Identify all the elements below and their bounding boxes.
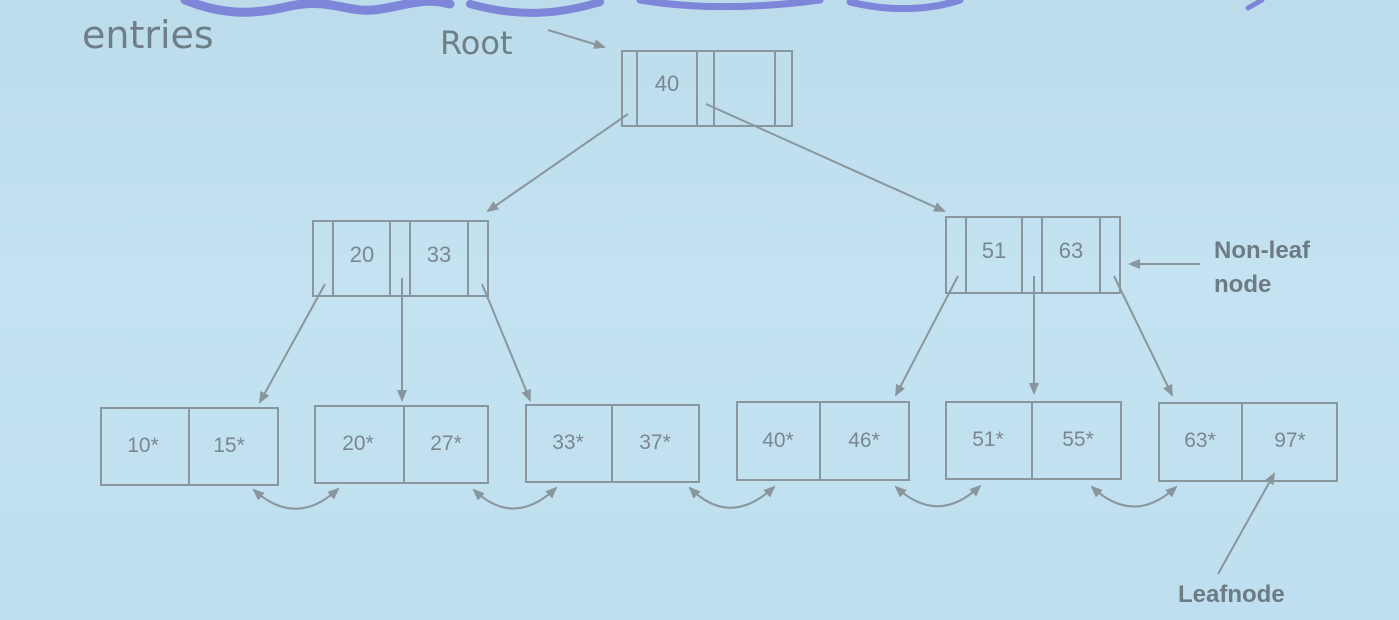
leaf-2-key-1: 20*: [342, 432, 374, 455]
nonleaf-label-line1: Non-leaf: [1214, 237, 1311, 264]
inner-right-key-1: 51: [982, 238, 1006, 263]
leaf-5-key-1: 51*: [972, 428, 1004, 451]
edge-il-leaf3: [481, 283, 531, 402]
edge-root-right: [705, 103, 946, 212]
leaf-4-key-2: 46*: [848, 429, 880, 452]
edge-ir-leaf6: [1113, 275, 1173, 397]
leaf-1-key-1: 10*: [127, 434, 159, 457]
root-pointer-arrow: [547, 29, 606, 49]
leaf-node: 40* 46*: [736, 401, 910, 481]
edge-ir-leaf4: [895, 275, 959, 397]
sibling-link: [252, 487, 340, 510]
root-label: Root: [440, 24, 513, 62]
inner-left-key-2: 33: [427, 242, 451, 267]
leaf-6-key-1: 63*: [1184, 429, 1216, 452]
leaf-6-key-2: 97*: [1274, 429, 1306, 452]
root-key-1: 40: [655, 71, 679, 96]
leaf-2-key-2: 27*: [430, 432, 462, 455]
leaf-node: 33* 37*: [525, 404, 700, 483]
root-node: 40: [621, 50, 793, 127]
inner-node-right: 51 63: [945, 216, 1121, 294]
inner-right-key-2: 63: [1059, 238, 1083, 263]
nonleaf-label-line2: node: [1214, 271, 1271, 298]
leafnode-label: Leafnode: [1178, 581, 1285, 608]
inner-node-left: 20 33: [312, 220, 489, 297]
inner-left-key-1: 20: [350, 242, 374, 267]
leaf-1-key-2: 15*: [213, 434, 245, 457]
sibling-link: [894, 484, 982, 508]
entries-label: entries: [82, 13, 214, 57]
leaf-node: 51* 55*: [945, 401, 1122, 480]
leafnode-pointer-arrow: [1217, 472, 1275, 575]
sibling-link: [1090, 485, 1178, 508]
leaf-node: 10* 15*: [100, 407, 279, 486]
leaf-node: 20* 27*: [314, 405, 489, 484]
top-scribble: [180, 0, 1265, 17]
edge-root-left: [486, 113, 629, 213]
leaf-node: 63* 97*: [1158, 402, 1338, 482]
leaf-4-key-1: 40*: [762, 429, 794, 452]
leaf-3-key-1: 33*: [552, 431, 584, 454]
leaf-5-key-2: 55*: [1062, 428, 1094, 451]
leaf-3-key-2: 37*: [639, 431, 671, 454]
sibling-link: [688, 485, 776, 509]
sibling-link: [472, 486, 558, 510]
edge-il-leaf1: [259, 283, 326, 404]
